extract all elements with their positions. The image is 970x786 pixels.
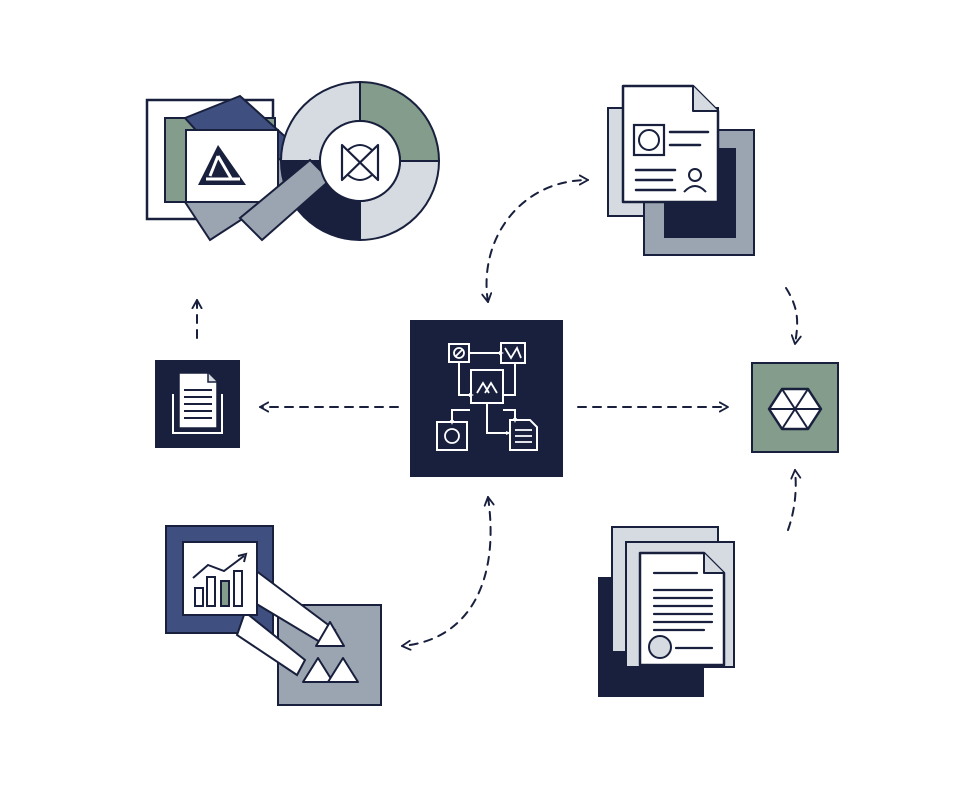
infinity-merge-icon bbox=[145, 80, 441, 242]
connector-hub-analytics bbox=[401, 496, 495, 651]
workflow-hub-icon bbox=[410, 320, 563, 477]
connector-hub-profile bbox=[481, 174, 589, 303]
profile-document-stack-icon bbox=[607, 84, 755, 256]
hexagon-network-icon bbox=[751, 362, 839, 453]
certificate-document-stack-icon bbox=[598, 526, 735, 697]
analytics-chart-icon bbox=[165, 525, 382, 706]
connector-certificate-network bbox=[787, 469, 802, 531]
connector-profile-network bbox=[785, 287, 802, 345]
report-document-icon bbox=[155, 360, 240, 448]
